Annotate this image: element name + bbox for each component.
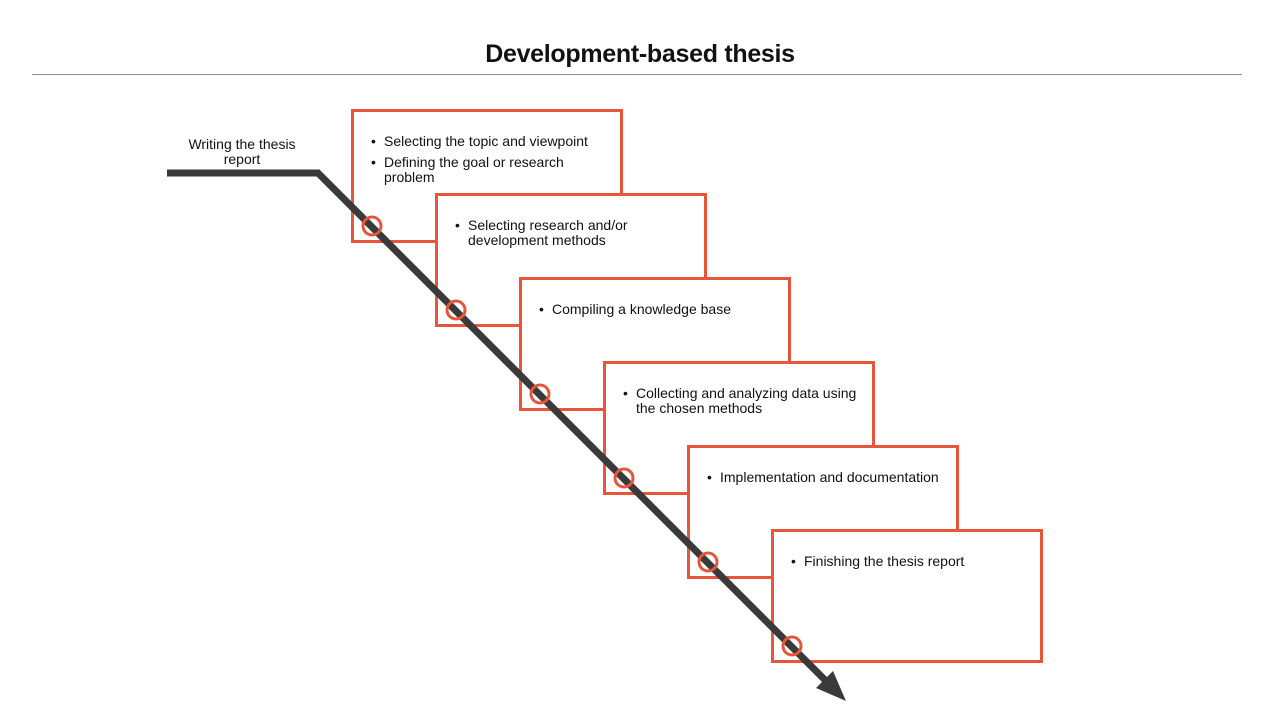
step-3-bullet-1: Compiling a knowledge base	[539, 302, 784, 318]
step-1-bullet-list: Selecting the topic and viewpoint Defini…	[371, 134, 616, 191]
step-3-bullet-list: Compiling a knowledge base	[539, 302, 784, 323]
step-6-bullet-1: Finishing the thesis report	[791, 554, 1036, 570]
page-title: Development-based thesis	[485, 40, 795, 68]
step-4-bullet-list: Collecting and analyzing data using the …	[623, 386, 868, 422]
step-1-bullet-1: Selecting the topic and viewpoint	[371, 134, 616, 150]
step-box-6: Finishing the thesis report	[771, 529, 1043, 663]
start-label: Writing the thesis report	[188, 136, 296, 167]
title-divider	[32, 74, 1242, 75]
step-4-bullet-1: Collecting and analyzing data using the …	[623, 386, 868, 416]
step-5-bullet-1: Implementation and documentation	[707, 470, 952, 486]
step-5-bullet-list: Implementation and documentation	[707, 470, 952, 491]
flow-arrowhead-icon	[816, 671, 846, 701]
step-1-bullet-2: Defining the goal or research problem	[371, 155, 616, 185]
step-2-bullet-1: Selecting research and/or development me…	[455, 218, 700, 248]
step-2-bullet-list: Selecting research and/or development me…	[455, 218, 700, 254]
step-6-bullet-list: Finishing the thesis report	[791, 554, 1036, 575]
